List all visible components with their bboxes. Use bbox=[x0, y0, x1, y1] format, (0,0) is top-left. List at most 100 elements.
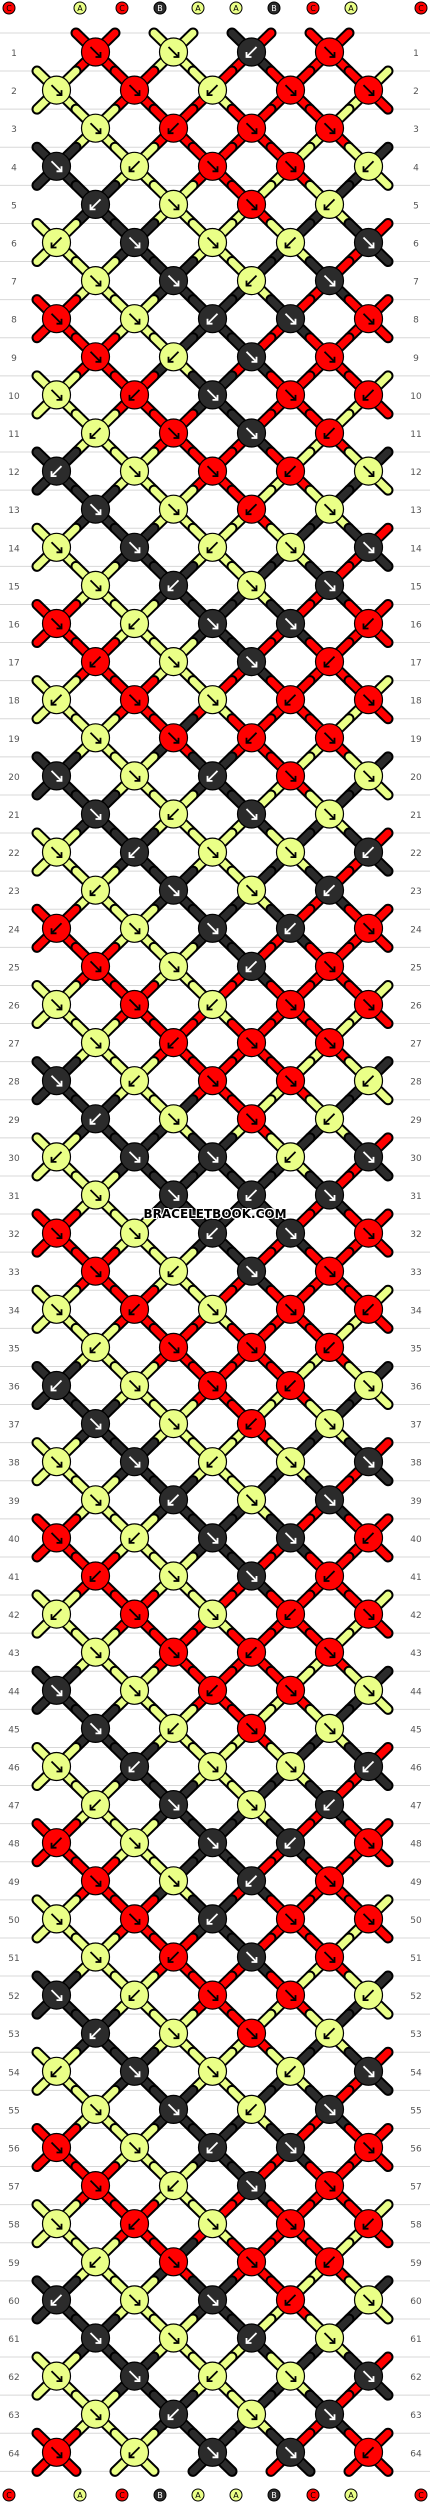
arrow-icon bbox=[128, 922, 141, 935]
watermark-text: BRACELETBOOK.COM bbox=[143, 1207, 287, 1221]
arrow-icon bbox=[245, 2408, 258, 2421]
row-number-right: 33 bbox=[410, 1268, 421, 1278]
arrow-icon bbox=[167, 579, 180, 592]
arrow-icon bbox=[323, 274, 336, 287]
arrow-icon bbox=[362, 2294, 375, 2306]
arrow-icon bbox=[323, 427, 336, 439]
row-number-right: 2 bbox=[413, 87, 419, 97]
row-number-left: 40 bbox=[8, 1535, 20, 1545]
arrow-icon bbox=[167, 1722, 180, 1735]
arrow-icon bbox=[323, 1646, 336, 1659]
row-number-left: 19 bbox=[8, 735, 20, 745]
row-number-right: 37 bbox=[410, 1421, 421, 1431]
arrow-icon bbox=[167, 808, 180, 820]
arrow-icon bbox=[362, 846, 375, 858]
arrow-icon bbox=[167, 2103, 180, 2116]
arrow-icon bbox=[89, 1265, 102, 1278]
arrow-icon bbox=[167, 351, 180, 363]
row-number-right: 27 bbox=[410, 1040, 421, 1050]
arrow-icon bbox=[245, 2332, 258, 2344]
string-top-label: C bbox=[310, 4, 316, 13]
arrow-icon bbox=[128, 313, 141, 325]
arrow-icon bbox=[362, 1379, 375, 1392]
string-top-marker bbox=[115, 1, 129, 15]
arrow-icon bbox=[206, 2141, 219, 2154]
row-number-right: 51 bbox=[410, 1954, 421, 1964]
arrow-icon bbox=[128, 2218, 141, 2230]
string-top-label: A bbox=[233, 4, 239, 13]
arrow-icon bbox=[323, 1875, 336, 1887]
row-number-right: 7 bbox=[413, 278, 419, 288]
string-bottom-label: B bbox=[157, 2491, 163, 2500]
row-number-right: 40 bbox=[410, 1535, 422, 1545]
string-bottom-marker bbox=[229, 2488, 243, 2502]
row-number-left: 29 bbox=[8, 1116, 20, 1126]
arrow-icon bbox=[323, 960, 336, 973]
row-number-left: 18 bbox=[8, 697, 20, 707]
arrow-icon bbox=[206, 2218, 219, 2230]
arrow-icon bbox=[323, 122, 336, 135]
arrow-icon bbox=[167, 655, 180, 668]
arrow-icon bbox=[128, 770, 141, 782]
arrow-icon bbox=[206, 160, 219, 173]
arrow-icon bbox=[284, 389, 297, 401]
arrow-icon bbox=[323, 1722, 336, 1735]
arrow-icon bbox=[89, 2332, 102, 2344]
arrow-icon bbox=[206, 1989, 219, 2001]
string-top-marker bbox=[73, 1, 87, 15]
arrow-icon bbox=[245, 1113, 258, 1125]
arrow-icon bbox=[284, 2370, 297, 2383]
arrow-icon bbox=[323, 1189, 336, 1201]
row-number-left: 58 bbox=[8, 2221, 20, 2231]
arrow-icon bbox=[362, 1760, 375, 1773]
arrow-icon bbox=[245, 122, 258, 135]
arrow-icon bbox=[362, 1151, 375, 1163]
row-number-right: 10 bbox=[410, 392, 422, 402]
arrow-icon bbox=[128, 2065, 141, 2078]
arrow-icon bbox=[245, 808, 258, 820]
arrow-icon bbox=[323, 2103, 336, 2116]
row-number-right: 52 bbox=[410, 1992, 421, 2002]
arrow-icon bbox=[323, 2256, 336, 2268]
row-number-left: 26 bbox=[8, 1002, 20, 1012]
arrow-icon bbox=[245, 1036, 258, 1049]
row-number-left: 64 bbox=[8, 2449, 20, 2459]
string-bottom-label: B bbox=[271, 2491, 277, 2500]
row-number-right: 4 bbox=[413, 163, 419, 173]
arrow-icon bbox=[362, 1989, 375, 2001]
arrow-icon bbox=[323, 1798, 336, 1811]
row-number-left: 49 bbox=[8, 1878, 20, 1888]
row-number-left: 55 bbox=[8, 2106, 19, 2116]
row-number-right: 61 bbox=[410, 2335, 421, 2345]
arrow-icon bbox=[206, 998, 219, 1011]
row-number-left: 45 bbox=[8, 1725, 19, 1735]
arrow-icon bbox=[362, 770, 375, 782]
row-number-right: 50 bbox=[410, 1916, 422, 1926]
arrow-icon bbox=[323, 2027, 336, 2040]
row-number-right: 45 bbox=[410, 1725, 421, 1735]
arrow-icon bbox=[245, 2256, 258, 2268]
arrow-icon bbox=[206, 1837, 219, 1849]
arrow-icon bbox=[284, 541, 297, 554]
row-number-right: 41 bbox=[410, 1573, 421, 1583]
arrow-icon bbox=[206, 1303, 219, 1316]
arrow-icon bbox=[167, 2408, 180, 2421]
string-top-marker bbox=[229, 1, 243, 15]
row-number-left: 46 bbox=[8, 1764, 20, 1774]
string-bottom-label: A bbox=[233, 2491, 239, 2500]
arrow-icon bbox=[89, 1570, 102, 1582]
string-top-label: B bbox=[157, 4, 163, 13]
arrow-icon bbox=[50, 1456, 63, 1468]
arrow-icon bbox=[89, 1417, 102, 1430]
arrow-icon bbox=[128, 694, 141, 706]
arrow-icon bbox=[206, 1684, 219, 1697]
arrow-icon bbox=[284, 313, 297, 325]
row-number-right: 17 bbox=[410, 659, 421, 669]
string-bottom-marker bbox=[306, 2488, 320, 2502]
row-number-left: 61 bbox=[8, 2335, 19, 2345]
row-number-right: 22 bbox=[410, 849, 421, 859]
row-number-right: 19 bbox=[410, 735, 422, 745]
string-top-label: B bbox=[271, 4, 277, 13]
arrow-icon bbox=[128, 998, 141, 1011]
